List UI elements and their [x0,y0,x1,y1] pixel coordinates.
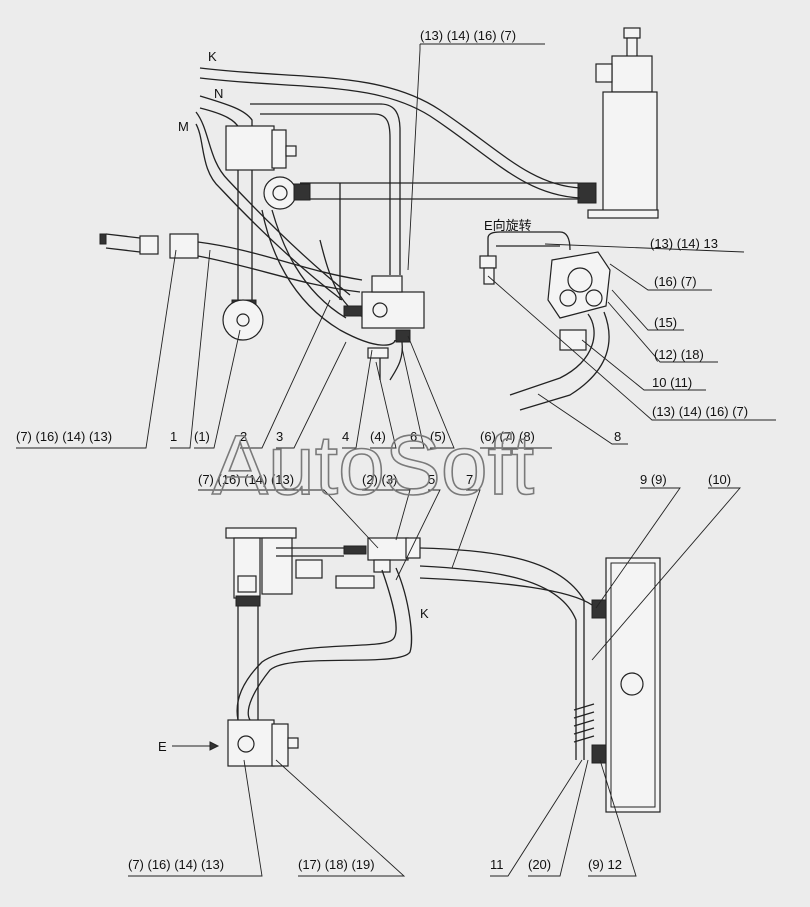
callout-e-row2: (16) (7) [654,274,697,289]
central-valve [343,275,425,359]
spring-coil [573,703,595,743]
hose-k [199,67,581,189]
callout-e-row3: (15) [654,315,677,330]
callout-tank-10: (10) [708,472,731,487]
hose-n [199,95,253,138]
label-k-mid: K [420,606,429,621]
callout-bot-mid: (17) (18) (19) [298,857,375,872]
callout-1: 1 [170,429,177,444]
callout-6: 6 [410,429,417,444]
callout-top-center: (13) (14) (16) (7) [420,28,516,43]
callout-e-row6: (13) (14) (16) (7) [652,404,748,419]
bottom-reservoir [225,527,375,599]
leader-lines [16,43,776,877]
watermark: AutoSoft [212,418,534,512]
label-e-view: E向旋转 [484,218,532,233]
callout-5p: (5) [430,429,446,444]
callout-4: 4 [342,429,349,444]
e-view-pump [479,231,611,411]
top-assembly [99,27,659,381]
gear-pump [227,719,299,767]
callout-bot-left: (7) (16) (14) (13) [128,857,224,872]
callout-20: (20) [528,857,551,872]
callout-mid-23: (2) (3) [362,472,397,487]
callout-6-8: (6) (7) (8) [480,429,535,444]
hose-m [195,111,351,296]
callout-tank-99: 9 (9) [640,472,667,487]
label-k-top: K [208,49,217,64]
callout-11: 11 [490,857,504,872]
label-n-top: N [214,86,223,101]
callout-9-12: (9) 12 [588,857,622,872]
callout-3: 3 [276,429,283,444]
callout-1p: (1) [194,429,210,444]
upper-filter [225,125,311,210]
callout-e-row1: (13) (14) 13 [650,236,718,251]
callout-mid-7: 7 [466,472,473,487]
callout-mid-5: 5 [428,472,435,487]
callout-e-row5: 10 (11) [652,375,692,390]
callout-2: 2 [240,429,247,444]
hydraulic-cylinder [577,27,659,219]
oil-tank [591,557,661,813]
labels: K N M (13) (14) (16) (7) E向旋转 (13) (14) … [16,28,748,872]
callout-4p: (4) [370,429,386,444]
callout-left-a: (7) (16) (14) (13) [16,429,112,444]
label-m-top: M [178,119,189,134]
callout-e-row4: (12) (18) [654,347,704,362]
callout-8: 8 [614,429,621,444]
callout-mid-left: (7) (16) (14) (13) [198,472,294,487]
label-e-arrow: E [158,739,167,754]
